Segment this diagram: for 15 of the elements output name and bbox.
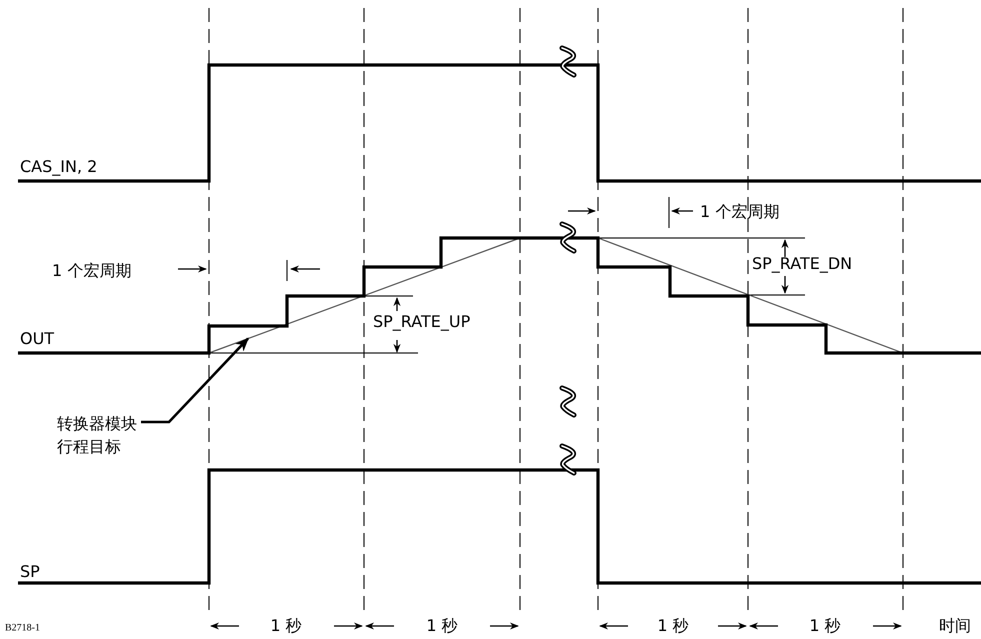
- duration-label: 1 秒: [426, 616, 458, 636]
- signal-label: CAS_IN, 2: [20, 158, 98, 176]
- rate-label: SP_RATE_DN: [752, 254, 852, 274]
- rate-label: SP_RATE_UP: [373, 312, 470, 332]
- figure-number: B2718-1: [5, 622, 40, 634]
- leader-line: [141, 338, 249, 424]
- axis-label: 时间: [939, 616, 971, 636]
- callout-text: 转换器模块行程目标: [57, 412, 141, 458]
- duration-label: 1 秒: [657, 616, 689, 636]
- period-label: 1 个宏周期: [700, 202, 780, 222]
- signal-label: SP: [20, 562, 40, 582]
- period-label: 1 个宏周期: [52, 262, 132, 280]
- duration-label: 1 秒: [270, 616, 302, 636]
- duration-label: 1 秒: [809, 616, 841, 636]
- signal-label: OUT: [20, 330, 54, 348]
